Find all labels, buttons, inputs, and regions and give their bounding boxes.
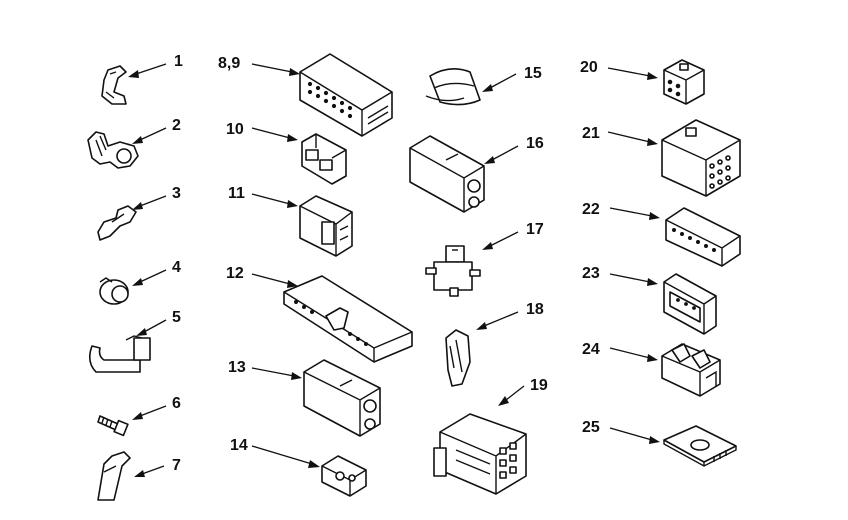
- callout-5: 5: [172, 309, 181, 326]
- part-7-clip: [97, 451, 131, 501]
- part-16-connector: [409, 135, 485, 213]
- callout-2: 2: [172, 117, 181, 134]
- callout-15: 15: [524, 65, 542, 82]
- part-17-connector: [425, 245, 481, 297]
- callout-18: 18: [526, 301, 544, 318]
- part-15-sleeve: [425, 68, 481, 106]
- part-11-connector: [299, 195, 353, 257]
- part-20-cube: [663, 59, 705, 105]
- callout-14: 14: [230, 437, 248, 454]
- callout-22: 22: [582, 201, 600, 218]
- part-13-housing: [303, 359, 381, 437]
- callout-4: 4: [172, 259, 181, 276]
- part-21-cube: [661, 119, 741, 197]
- part-10-connector: [301, 133, 347, 185]
- part-2-clip: [87, 131, 139, 169]
- callout-12: 12: [226, 265, 244, 282]
- part-12-strip: [283, 275, 413, 363]
- part-14-plug: [321, 455, 367, 497]
- callout-7: 7: [172, 457, 181, 474]
- callout-11: 11: [228, 185, 245, 202]
- part-22-block: [665, 207, 741, 267]
- part-25-board: [663, 425, 737, 467]
- part-23-connector: [663, 273, 717, 335]
- callout-24: 24: [582, 341, 600, 358]
- part-4-grommet: [99, 277, 129, 305]
- part-24-housing: [661, 343, 721, 397]
- callout-13: 13: [228, 359, 246, 376]
- part-3-clip: [97, 205, 137, 241]
- callout-20: 20: [580, 59, 598, 76]
- callout-arrows: [128, 63, 660, 477]
- callout-6: 6: [172, 395, 181, 412]
- callout-16: 16: [526, 135, 544, 152]
- callout-25: 25: [582, 419, 600, 436]
- callout-labels: 1 2 3 4 5 6 7 8,9 10 11 12 13 14 15 16 1…: [172, 53, 600, 474]
- part-18-clip: [445, 329, 471, 387]
- callout-19: 19: [530, 377, 548, 394]
- callout-21: 21: [582, 125, 600, 142]
- callout-17: 17: [526, 221, 544, 238]
- part-19-housing: [433, 413, 527, 495]
- part-1-clip: [101, 65, 127, 105]
- callout-8-9: 8,9: [218, 55, 240, 72]
- callout-1: 1: [174, 53, 183, 70]
- callout-3: 3: [172, 185, 181, 202]
- part-6-screw: [97, 415, 129, 437]
- callout-10: 10: [226, 121, 244, 138]
- part-5-clamp: [88, 335, 151, 373]
- callout-23: 23: [582, 265, 600, 282]
- part-8-9-housing: [299, 53, 393, 137]
